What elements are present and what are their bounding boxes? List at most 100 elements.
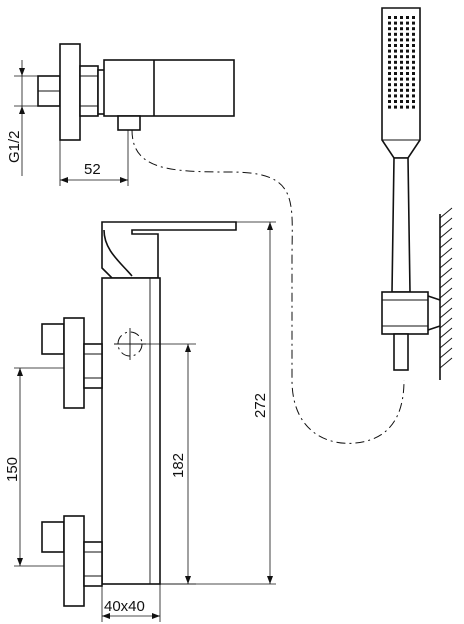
hatch-line — [439, 217, 453, 229]
nozzle-dot — [394, 44, 397, 47]
nozzle-dot — [400, 72, 403, 75]
hatch-line — [439, 207, 453, 219]
nozzle-dot — [406, 32, 409, 36]
nozzle-dot — [412, 83, 415, 87]
section-label: 40x40 — [104, 598, 145, 615]
mount-height-dimension: 182 — [146, 343, 196, 585]
nozzle-dot — [400, 38, 403, 42]
nozzle-dot — [406, 105, 409, 109]
nozzle-dot — [394, 88, 397, 92]
nozzle-dot — [406, 27, 409, 31]
nozzle-dot — [394, 27, 397, 31]
nozzle-dot — [394, 77, 397, 81]
nozzle-dot — [394, 94, 397, 98]
hatch-line — [439, 347, 453, 359]
nozzle-dot — [388, 21, 391, 25]
hatch-line — [439, 237, 453, 249]
depth-label: 52 — [84, 161, 101, 178]
depth-dimension: 52 — [59, 130, 129, 186]
nozzle-dot — [406, 100, 409, 103]
nozzle-dot — [400, 55, 403, 59]
nozzle-dot — [400, 83, 403, 87]
nozzle-dot — [412, 66, 415, 70]
nozzle-dot — [412, 27, 415, 31]
hatch-line — [439, 307, 453, 319]
nozzle-dot — [400, 32, 403, 36]
hatch-line — [439, 277, 453, 289]
section-dimension: 40x40 — [101, 584, 161, 622]
nozzle-dot — [406, 60, 409, 64]
nozzle-dot — [394, 16, 397, 19]
nozzle-dot — [388, 44, 391, 47]
nozzle-dot — [394, 21, 397, 25]
nozzle-dot — [406, 94, 409, 98]
nozzle-dot — [412, 21, 415, 25]
hatch-line — [439, 257, 453, 269]
hatch-line — [439, 247, 453, 259]
nozzle-dot — [400, 77, 403, 81]
thread-label: G1/2 — [6, 130, 23, 163]
front-view — [41, 221, 237, 607]
total-height-label: 272 — [252, 393, 269, 418]
nozzle-dot — [394, 66, 397, 70]
shower-hose — [131, 129, 405, 444]
nozzle-dot — [412, 100, 415, 103]
nozzle-dot — [400, 27, 403, 31]
nozzle-dot — [412, 38, 415, 42]
nozzle-dot — [394, 55, 397, 59]
nozzle-dot — [400, 44, 403, 47]
nozzle-dot — [406, 44, 409, 47]
hand-shower — [381, 7, 441, 371]
hatch-line — [439, 227, 453, 239]
hatch-line — [439, 287, 453, 299]
nozzle-dot — [412, 32, 415, 36]
nozzle-dot — [400, 105, 403, 109]
nozzle-dot — [406, 55, 409, 59]
nozzle-dot — [412, 44, 415, 47]
shower-nozzles — [388, 16, 415, 109]
nozzle-dot — [400, 94, 403, 98]
nozzle-dot — [412, 72, 415, 75]
nozzle-dot — [406, 38, 409, 42]
nozzle-dot — [400, 21, 403, 25]
nozzle-dot — [406, 66, 409, 70]
nozzle-dot — [412, 49, 415, 53]
nozzle-dot — [388, 77, 391, 81]
total-height-dimension: 272 — [160, 221, 276, 585]
nozzle-dot — [394, 38, 397, 42]
nozzle-dot — [406, 49, 409, 53]
nozzle-dot — [412, 105, 415, 109]
hatch-line — [439, 337, 453, 349]
spacing-dimension: 150 — [4, 367, 64, 567]
hatch-line — [439, 317, 453, 329]
nozzle-dot — [412, 77, 415, 81]
nozzle-dot — [388, 83, 391, 87]
nozzle-dot — [400, 66, 403, 70]
nozzle-dot — [388, 16, 391, 19]
hatch-line — [439, 267, 453, 279]
nozzle-dot — [388, 94, 391, 98]
nozzle-dot — [388, 32, 391, 36]
nozzle-dot — [400, 60, 403, 64]
nozzle-dot — [406, 72, 409, 75]
nozzle-dot — [412, 88, 415, 92]
nozzle-dot — [406, 88, 409, 92]
hatch-line — [439, 297, 453, 309]
nozzle-dot — [388, 55, 391, 59]
nozzle-dot — [394, 100, 397, 103]
nozzle-dot — [388, 49, 391, 53]
nozzle-dot — [388, 88, 391, 92]
nozzle-dot — [394, 105, 397, 109]
nozzle-dot — [388, 27, 391, 31]
nozzle-dot — [388, 66, 391, 70]
nozzle-dot — [388, 38, 391, 42]
hatch-line — [439, 327, 453, 339]
hatch-line — [439, 357, 453, 369]
thread-dimension: G1/2 — [6, 60, 38, 176]
wall-hatch — [439, 207, 453, 380]
nozzle-dot — [388, 72, 391, 75]
nozzle-dot — [412, 16, 415, 19]
nozzle-dot — [406, 83, 409, 87]
nozzle-dot — [394, 60, 397, 64]
